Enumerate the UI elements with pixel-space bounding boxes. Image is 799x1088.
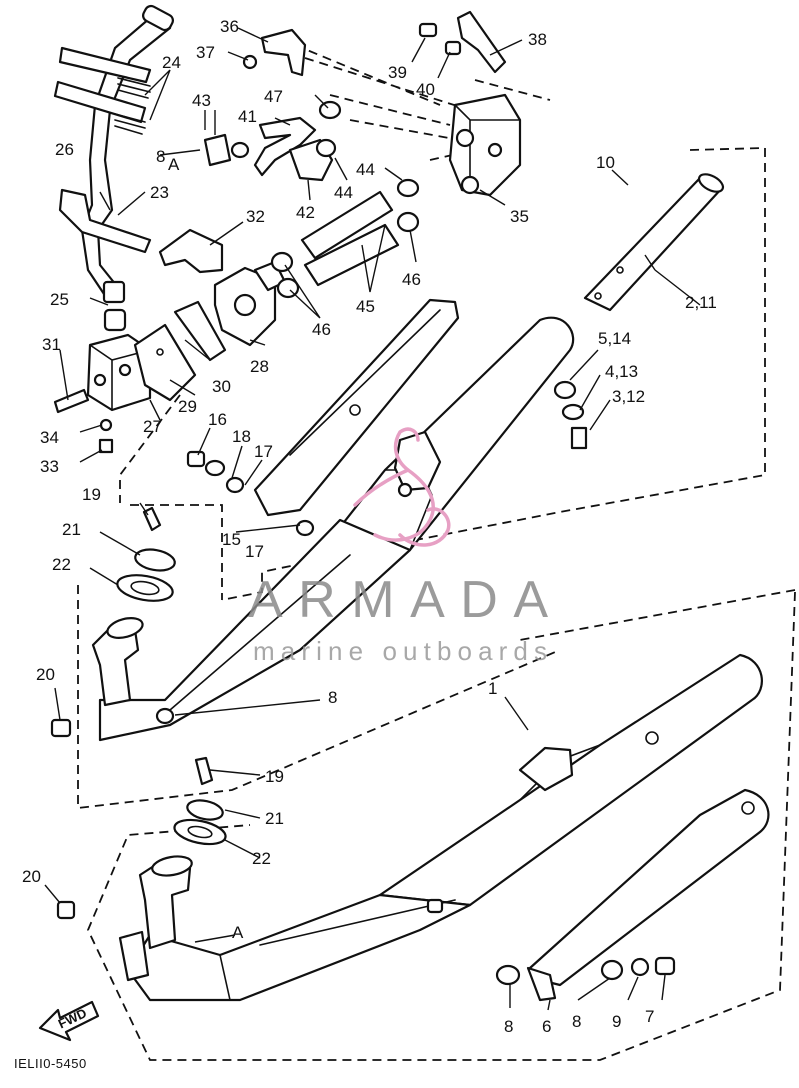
valve-body-35: [448, 93, 522, 197]
callout-33: 33: [40, 457, 59, 476]
callout-7: 7: [645, 1007, 654, 1026]
callout-34: 34: [40, 428, 59, 447]
callout-41: 41: [238, 107, 257, 126]
front-pipe-assembly: [53, 4, 174, 304]
callout-31: 31: [42, 335, 61, 354]
callout-labels: 1 2,11 3,12 4,13 5,14 6 7 8 8 9 8 8 10 1…: [22, 17, 717, 1036]
callout-15: 15: [222, 530, 241, 549]
callout-35: 35: [510, 207, 529, 226]
drawing-code: IELII0-5450: [14, 1056, 87, 1071]
callout-4-13: 4,13: [605, 362, 638, 381]
callout-21-upper: 21: [62, 520, 81, 539]
callout-9: 9: [612, 1012, 621, 1031]
group-boundary-top: [294, 44, 551, 161]
callout-10: 10: [596, 153, 615, 172]
callout-45: 45: [356, 297, 375, 316]
callout-17-b: 17: [245, 542, 264, 561]
callout-8-top: 8: [156, 147, 165, 166]
callout-19-upper: 19: [82, 485, 101, 504]
callout-44-a: 44: [334, 183, 353, 202]
callout-44-b: 44: [356, 160, 375, 179]
callout-8-lower-b: 8: [572, 1012, 581, 1031]
upper-muffler: [50, 298, 575, 742]
tubes-45-46: [270, 190, 420, 299]
hoses-and-clamps: [203, 100, 420, 198]
fwd-arrow-icon: FWD: [38, 1000, 100, 1042]
callout-5-14: 5,14: [598, 329, 631, 348]
callout-22-upper: 22: [52, 555, 71, 574]
callout-36: 36: [220, 17, 239, 36]
callout-A-top: A: [168, 155, 180, 174]
callout-20-lower: 20: [22, 867, 41, 886]
callout-23: 23: [150, 183, 169, 202]
valve-block-assembly: [53, 308, 152, 454]
callout-29: 29: [178, 397, 197, 416]
callout-32: 32: [246, 207, 265, 226]
callout-A-lower: A: [232, 923, 244, 942]
callout-17-a: 17: [254, 442, 273, 461]
callout-42: 42: [296, 203, 315, 222]
callout-46-a: 46: [312, 320, 331, 339]
callout-19-lower: 19: [265, 767, 284, 786]
lower-muffler: [56, 653, 770, 1002]
callout-21-lower: 21: [265, 809, 284, 828]
callout-22-lower: 22: [252, 849, 271, 868]
leader-lines: [44, 27, 701, 1011]
fasteners-3-5: [553, 380, 588, 450]
top-brackets: [242, 10, 507, 77]
tailpipe-2-11: [583, 173, 725, 312]
callout-26: 26: [55, 140, 74, 159]
callout-40: 40: [416, 80, 435, 99]
callout-8-lower-a: 8: [504, 1017, 513, 1036]
callout-16: 16: [208, 410, 227, 429]
callout-18: 18: [232, 427, 251, 446]
callout-8-mid: 8: [328, 688, 337, 707]
callout-25: 25: [50, 290, 69, 309]
callout-30: 30: [212, 377, 231, 396]
callout-20-upper: 20: [36, 665, 55, 684]
callout-27: 27: [143, 417, 162, 436]
group-boundary-1: [77, 585, 796, 1061]
callout-39: 39: [388, 63, 407, 82]
gaskets-upper: [116, 506, 176, 602]
callout-38: 38: [528, 30, 547, 49]
callout-3-12: 3,12: [612, 387, 645, 406]
callout-24: 24: [162, 53, 181, 72]
watermark-logo-lower: [398, 507, 451, 547]
callout-2-11: 2,11: [685, 293, 717, 312]
callout-46-b: 46: [402, 270, 421, 289]
callout-6: 6: [542, 1017, 551, 1036]
callout-37: 37: [196, 43, 215, 62]
housing-plates: [133, 228, 287, 402]
callout-28: 28: [250, 357, 269, 376]
callout-43: 43: [192, 91, 211, 110]
callout-1: 1: [488, 679, 497, 698]
callout-47: 47: [264, 87, 283, 106]
gaskets-lower: [173, 756, 227, 846]
